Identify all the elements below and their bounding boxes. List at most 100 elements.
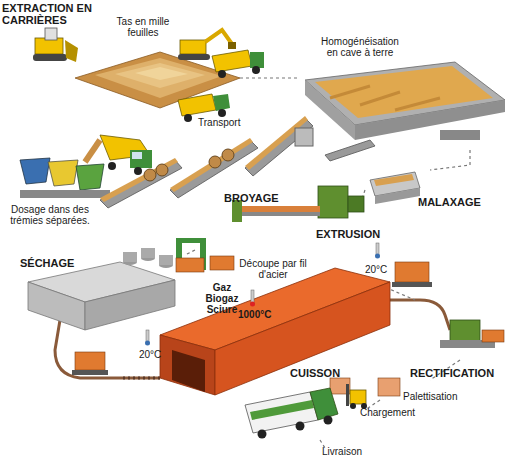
- conveyor-belt: [295, 128, 313, 146]
- thermometer: [145, 243, 380, 346]
- step-title: RECTIFICATION: [410, 367, 510, 379]
- conveyor-belt: [100, 158, 178, 202]
- drying-hall: [85, 280, 175, 330]
- tunnel-kiln: [160, 268, 390, 395]
- extrusion-press: [318, 186, 348, 218]
- grinding-machine: [440, 320, 504, 348]
- delivery-truck: [324, 416, 333, 425]
- forklift: [346, 384, 349, 406]
- conveyor-belt: [170, 138, 253, 192]
- tipping-truck: [132, 152, 142, 159]
- dump-truck: [212, 50, 252, 72]
- brick-wagon: [72, 262, 432, 375]
- delivery-truck: [258, 430, 267, 439]
- conveyor-belt: [222, 149, 234, 161]
- brick-wagon: [75, 352, 105, 370]
- rail-track: [390, 300, 450, 330]
- tunnel-kiln: [215, 282, 390, 395]
- brick-pallet: [378, 378, 400, 396]
- brick-wagon: [395, 262, 429, 282]
- step-label: Palettisation: [403, 391, 483, 402]
- grinding-machine: [482, 330, 504, 342]
- dump-truck: [218, 70, 226, 78]
- dump-truck: [252, 66, 260, 74]
- tipping-truck: [108, 162, 116, 170]
- extrusion-press: [348, 196, 364, 212]
- conveyor-belt: [245, 118, 313, 176]
- thermometer: [375, 254, 380, 259]
- step-label: Découpe par fil d'acier: [236, 258, 310, 280]
- delivery-truck: [296, 422, 305, 431]
- drying-hall: [159, 255, 173, 265]
- transport-truck: [213, 94, 230, 111]
- bulldozer: [33, 54, 67, 61]
- delivery-truck: [310, 388, 338, 420]
- homogenization-pit: [440, 130, 480, 140]
- temperature-label: 1000°C: [238, 309, 288, 320]
- drying-hall: [28, 282, 85, 330]
- step-label: Transport: [198, 117, 258, 128]
- pallet-loader: [176, 238, 234, 272]
- step-title: BROYAGE: [224, 192, 294, 204]
- thermometer: [250, 302, 255, 307]
- stockpile: [115, 63, 205, 88]
- mixer: [374, 174, 414, 186]
- tipping-truck: [130, 150, 152, 168]
- flow-arrow: [240, 77, 300, 78]
- bulldozer: [45, 28, 57, 40]
- hopper: [76, 164, 104, 190]
- tipping-truck: [134, 167, 142, 175]
- brick-wagon: [72, 370, 108, 375]
- transport-truck: [184, 114, 192, 122]
- rail-track: [120, 377, 160, 380]
- homogenization-pit: [330, 86, 440, 110]
- conveyor-belt: [100, 160, 182, 208]
- step-label: Chargement: [360, 407, 440, 418]
- forklift: [350, 403, 356, 409]
- bulldozer: [35, 38, 63, 54]
- stockpile: [95, 58, 222, 98]
- temperature-label: 20°C: [365, 264, 405, 275]
- fuel-label: Gaz Biogaz Sciure: [200, 282, 244, 315]
- step-title: SÉCHAGE: [20, 257, 90, 269]
- temperature-label: 20°C: [139, 349, 179, 360]
- excavator: [228, 42, 236, 49]
- mixer: [375, 188, 420, 204]
- delivery-truck: [250, 400, 314, 420]
- conveyor-belt: [156, 164, 168, 176]
- tipping-truck: [85, 140, 100, 162]
- homogenization-pit: [355, 100, 505, 140]
- homogenization-pit: [305, 62, 505, 140]
- forklift: [346, 384, 367, 409]
- conveyor-belt: [170, 140, 258, 198]
- stockpile: [135, 67, 188, 80]
- delivery-truck: [245, 392, 318, 433]
- excavator: [180, 40, 206, 54]
- flow-arrow: [185, 250, 195, 255]
- step-label: Dosage dans des trémies séparées.: [10, 204, 90, 226]
- thermometer: [146, 330, 149, 342]
- brick-wagon: [392, 282, 432, 287]
- hopper: [20, 158, 110, 198]
- thermometer: [376, 243, 379, 255]
- tunnel-kiln: [172, 350, 205, 392]
- step-label: Homogénéisation en cave à terre: [318, 36, 402, 58]
- thermometer: [251, 290, 254, 303]
- bulldozer: [33, 28, 78, 62]
- step-label: Livraison: [322, 446, 392, 457]
- step-title: CUISSON: [290, 367, 360, 379]
- forklift: [350, 390, 366, 404]
- pallet-loader: [210, 256, 234, 270]
- extrusion-press: [240, 206, 320, 212]
- excavator: [205, 30, 232, 44]
- drying-hall: [123, 252, 137, 262]
- conveyor-belt: [209, 156, 221, 168]
- dump-truck: [212, 50, 264, 78]
- hopper: [20, 190, 110, 198]
- transport-truck: [218, 109, 226, 117]
- delivery-truck: [245, 388, 338, 439]
- step-title: EXTRACTION EN CARRIÈRES: [2, 2, 92, 26]
- step-title: EXTRUSION: [316, 228, 396, 240]
